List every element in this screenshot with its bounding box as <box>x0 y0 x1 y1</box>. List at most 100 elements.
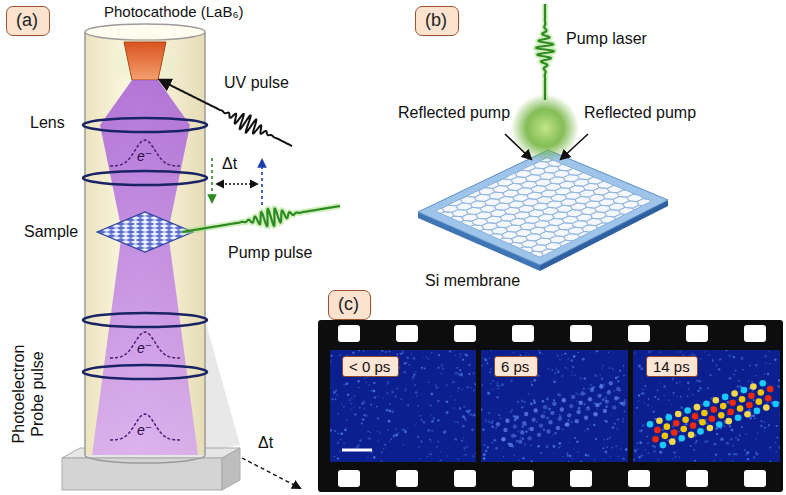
diffraction-spot <box>694 404 701 411</box>
detector-noise <box>646 436 648 438</box>
detector-noise <box>379 353 381 355</box>
detector-noise <box>570 359 573 362</box>
lattice-hexagon <box>562 157 578 164</box>
detector-noise <box>454 421 456 423</box>
sprocket-hole <box>512 470 534 487</box>
detector-noise <box>602 365 604 367</box>
diffraction-spot <box>550 411 554 415</box>
detector-noise <box>752 390 754 392</box>
detector-noise <box>410 353 412 355</box>
lattice-hexagon <box>410 216 426 223</box>
detector-noise <box>605 406 607 408</box>
detector-noise <box>364 414 367 417</box>
diffraction-spot <box>520 430 524 434</box>
detector-noise <box>423 421 426 424</box>
detector-noise <box>378 396 379 397</box>
detector-noise <box>590 384 592 386</box>
lens-ring <box>83 118 207 132</box>
detector-noise <box>438 387 439 388</box>
detector-noise <box>531 460 533 462</box>
time-label: 14 ps <box>646 356 698 377</box>
detector-noise <box>764 431 765 432</box>
detector-noise <box>571 375 572 376</box>
diffraction-spot <box>758 389 765 396</box>
detector-noise <box>768 424 770 426</box>
detector-noise <box>370 432 371 433</box>
detector-noise <box>578 407 581 410</box>
diffraction-spot <box>699 419 706 426</box>
detector-noise <box>440 373 441 374</box>
detector-noise <box>499 385 501 387</box>
detector-noise <box>380 460 382 462</box>
detector-noise <box>567 455 569 457</box>
detector-noise <box>538 375 540 377</box>
detector-noise <box>716 433 718 435</box>
detector-noise <box>398 415 399 416</box>
detector-noise <box>706 419 707 420</box>
detector-noise <box>725 350 727 352</box>
reflection-arrow <box>505 134 531 159</box>
detector-noise <box>395 434 398 437</box>
lattice-hexagon <box>669 188 685 195</box>
detector-noise <box>461 440 463 442</box>
detector-noise <box>766 402 768 404</box>
sprocket-hole <box>628 470 650 487</box>
detector-noise <box>420 440 422 442</box>
detector-noise <box>573 355 576 358</box>
detector-noise <box>606 438 608 440</box>
lattice-hexagon <box>617 190 633 197</box>
detector-noise <box>424 367 426 369</box>
detector-noise <box>568 461 569 462</box>
detector-noise <box>364 408 365 409</box>
detector-noise <box>625 448 628 451</box>
detector-noise <box>559 394 561 396</box>
lattice-hexagon <box>610 221 626 228</box>
detector-noise <box>619 370 621 372</box>
detector-noise <box>752 414 755 417</box>
detector-noise <box>458 388 459 389</box>
lattice-hexagon <box>469 183 485 190</box>
time-label: < 0 ps <box>342 356 399 377</box>
detector-noise <box>377 418 379 420</box>
diffraction-spot <box>673 420 680 427</box>
detector-noise <box>755 451 757 453</box>
diffraction-spot <box>756 398 763 405</box>
detector-noise <box>555 367 557 369</box>
diffraction-spot <box>593 412 597 416</box>
detector-noise <box>652 350 654 351</box>
detector-noise <box>622 418 624 420</box>
detector-noise <box>673 451 676 454</box>
column-body <box>85 32 205 455</box>
detector-noise <box>457 390 458 391</box>
detector-noise <box>647 442 650 445</box>
detector-noise <box>427 456 428 457</box>
diffraction-spot <box>684 407 691 414</box>
diffraction-spot <box>529 427 533 431</box>
detector-noise <box>367 457 369 459</box>
detector-noise <box>654 396 656 398</box>
lattice-hexagon <box>579 249 595 256</box>
lattice-hexagon <box>616 232 632 239</box>
detector-noise <box>447 455 449 457</box>
lattice-hexagon <box>500 155 516 162</box>
detector-noise <box>469 409 471 411</box>
detector-noise <box>488 412 490 414</box>
detector-noise <box>345 382 348 385</box>
detector-noise <box>684 353 685 354</box>
detector-noise <box>352 351 355 354</box>
detector-noise <box>397 388 399 390</box>
diffraction-spot <box>688 432 695 439</box>
diffraction-spot <box>562 398 566 402</box>
detector-noise <box>776 437 778 439</box>
lattice-hexagon <box>568 168 584 175</box>
detector-noise <box>681 407 683 409</box>
detector-noise <box>744 449 746 451</box>
detector-noise <box>344 429 347 432</box>
detector-noise <box>645 385 647 387</box>
detector-noise <box>421 419 423 421</box>
detector-noise <box>331 398 333 400</box>
detector-noise <box>341 403 343 405</box>
frame-background <box>330 350 476 462</box>
detector-noise <box>522 438 524 440</box>
detector-noise <box>407 404 409 406</box>
